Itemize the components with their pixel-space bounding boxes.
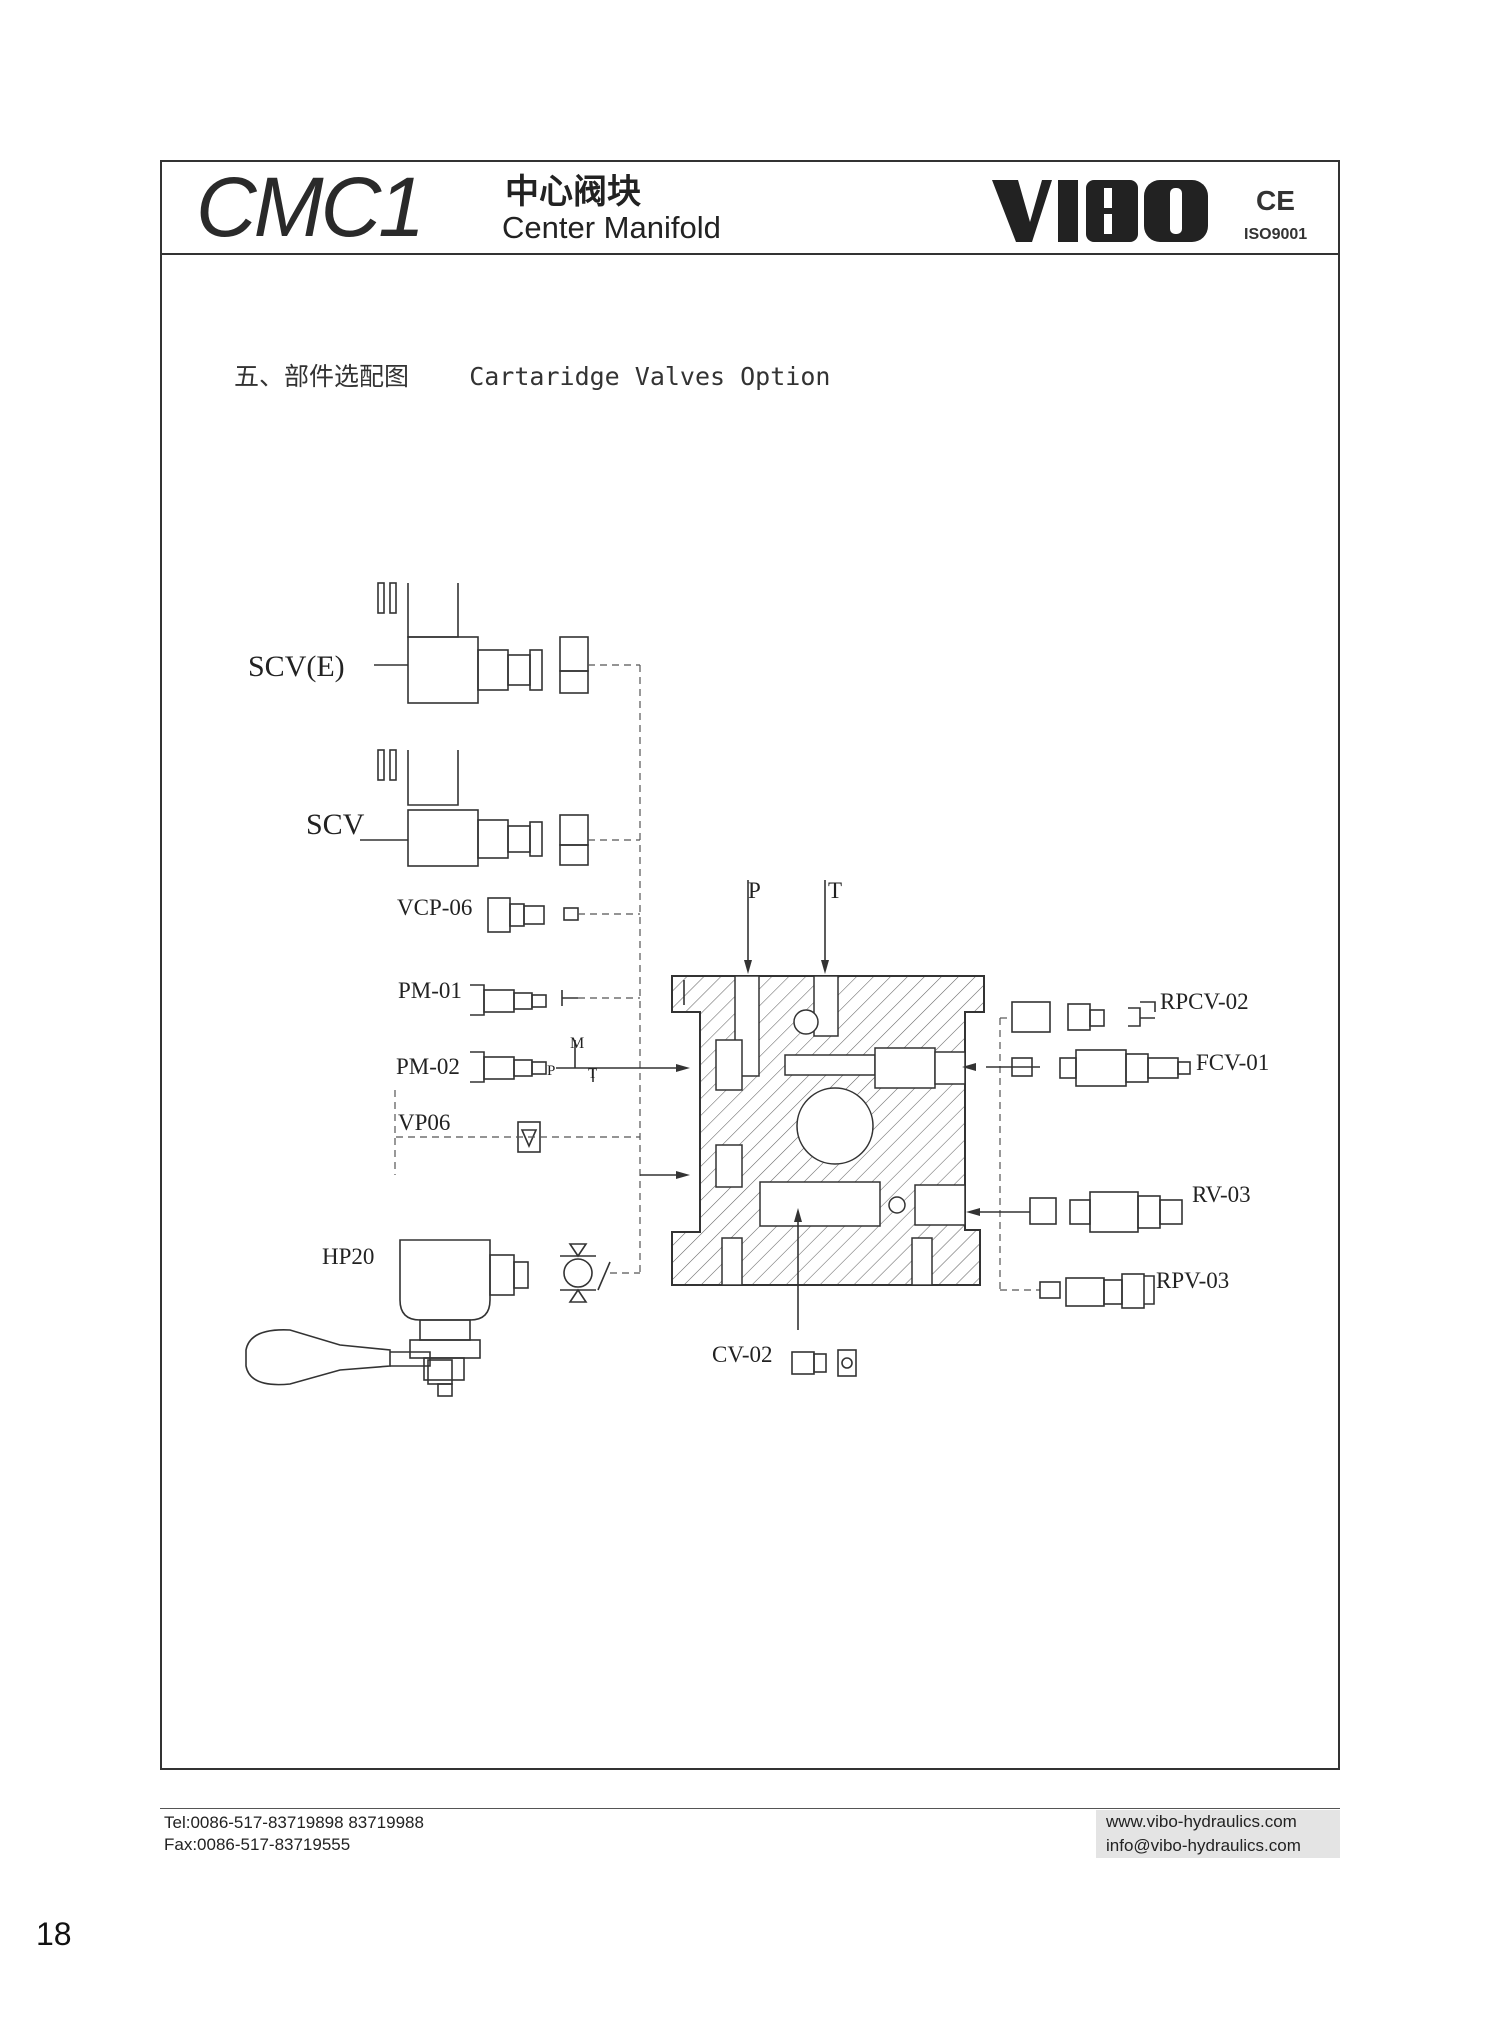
symbol-m: M	[570, 1035, 584, 1052]
port-t-label: T	[828, 878, 842, 903]
ce-mark: CE	[1256, 185, 1295, 216]
vp06-valve	[396, 1121, 690, 1179]
footer-divider	[160, 1808, 1340, 1809]
label-rpcv-02: RPCV-02	[1160, 989, 1249, 1014]
contact-web-block: www.vibo-hydraulics.com info@vibo-hydrau…	[1096, 1810, 1340, 1858]
fax-text: Fax:0086-517-83719555	[164, 1835, 351, 1854]
cv-02-valve	[791, 1349, 857, 1377]
label-vp06: VP06	[398, 1110, 450, 1135]
rpv-03-valve	[1000, 1273, 1155, 1309]
scv-valve	[360, 749, 640, 867]
label-scv: SCV	[306, 808, 365, 841]
label-vcp-06: VCP-06	[397, 895, 472, 920]
pm-01-valve	[470, 984, 640, 1016]
label-hp20: HP20	[322, 1244, 374, 1269]
scv-e-valve	[374, 582, 640, 704]
label-pm-02: PM-02	[396, 1054, 460, 1079]
rpcv-02-valve	[1000, 1001, 1156, 1033]
page-frame	[160, 160, 1340, 1770]
vcp-06-valve	[487, 897, 640, 933]
header-divider	[160, 253, 1340, 255]
title-chinese: 中心阀块	[505, 173, 641, 211]
fcv-01-valve	[962, 1049, 1191, 1087]
email-link[interactable]: info@vibo-hydraulics.com	[1106, 1836, 1301, 1855]
label-pm-01: PM-01	[398, 978, 462, 1003]
label-cv-02: CV-02	[712, 1342, 773, 1367]
label-rv-03: RV-03	[1192, 1182, 1251, 1207]
title-english: Center Manifold	[502, 210, 721, 245]
symbol-p: P	[547, 1063, 555, 1079]
pm-02-valve	[470, 1040, 690, 1083]
model-code: CMC1	[196, 160, 425, 254]
website-link[interactable]: www.vibo-hydraulics.com	[1106, 1812, 1297, 1831]
vibo-logo	[992, 180, 1208, 242]
rv-03-valve	[966, 1191, 1183, 1233]
port-p-label: P	[748, 878, 761, 903]
manifold-block	[671, 975, 985, 1286]
section-title: 五、部件选配图 Cartaridge Valves Option	[234, 362, 831, 391]
label-fcv-01: FCV-01	[1196, 1050, 1269, 1075]
page-number: 18	[36, 1916, 72, 1952]
symbol-t: T	[588, 1066, 597, 1082]
label-scv-e: SCV(E)	[248, 650, 345, 683]
hp20-hand-pump	[245, 1239, 640, 1397]
tel-text: Tel:0086-517-83719898 83719988	[164, 1813, 424, 1832]
label-rpv-03: RPV-03	[1156, 1268, 1229, 1293]
iso-mark: ISO9001	[1244, 226, 1308, 243]
contact-phone-block: Tel:0086-517-83719898 83719988 Fax:0086-…	[164, 1812, 424, 1856]
